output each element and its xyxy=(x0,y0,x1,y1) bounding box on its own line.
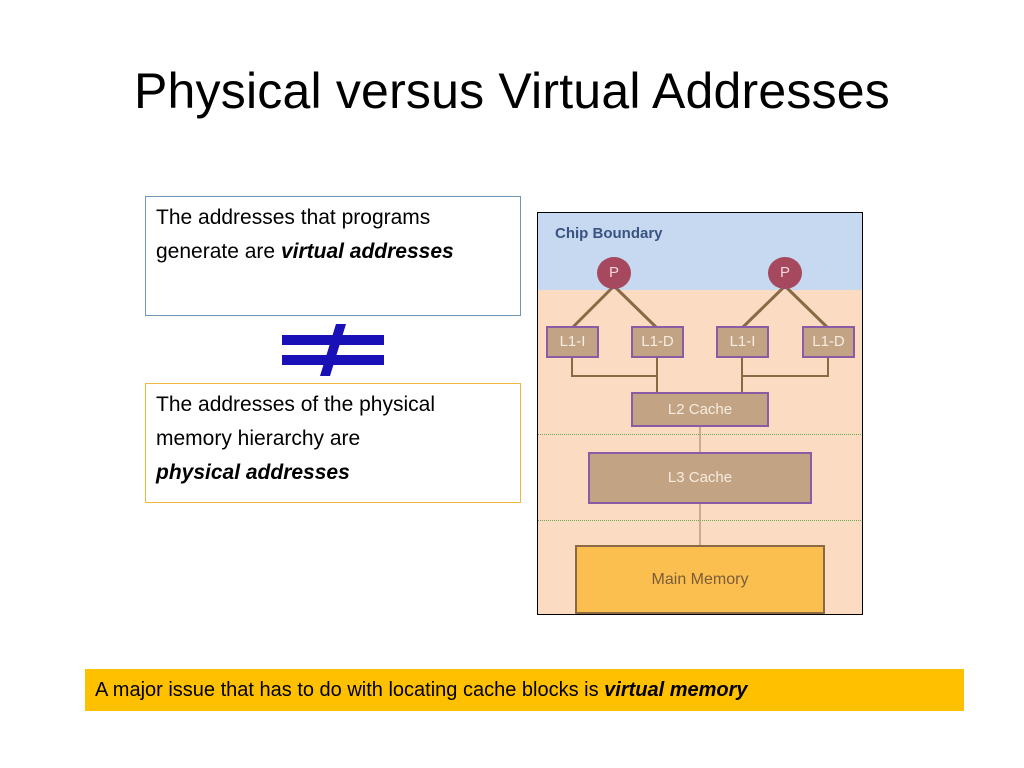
physical-line-2: memory hierarchy are xyxy=(156,427,361,450)
virtual-line-2-prefix: generate are xyxy=(156,240,281,263)
physical-addresses-emphasis: physical addresses xyxy=(156,461,350,484)
virtual-memory-emphasis: virtual memory xyxy=(604,679,748,701)
chip-boundary-label: Chip Boundary xyxy=(555,225,663,242)
footer-callout: A major issue that has to do with locati… xyxy=(85,669,964,711)
physical-line-1: The addresses of the physical xyxy=(156,393,435,416)
not-equal-icon xyxy=(282,324,384,376)
virtual-addresses-emphasis: virtual addresses xyxy=(280,240,454,263)
slide-title: Physical versus Virtual Addresses xyxy=(133,63,890,119)
processor-2: P xyxy=(768,257,802,289)
main-memory: Main Memory xyxy=(575,545,825,614)
virtual-line-2: generate are virtual addresses xyxy=(156,235,510,269)
l3-cache: L3 Cache xyxy=(588,452,812,504)
physical-address-box: The addresses of the physical memory hie… xyxy=(145,383,521,503)
virtual-address-box: The addresses that programs generate are… xyxy=(145,196,521,316)
l2-cache: L2 Cache xyxy=(631,392,769,427)
connector-lines xyxy=(570,284,830,546)
memory-hierarchy-diagram: Chip Boundary P P L1-I L1-D L1-I L1-D L2… xyxy=(537,212,863,616)
l1-d-cache-2: L1-D xyxy=(802,326,855,358)
footer-text: A major issue that has to do with locati… xyxy=(95,679,605,701)
l1-d-cache-1: L1-D xyxy=(631,326,684,358)
l1-i-cache-2: L1-I xyxy=(716,326,769,358)
virtual-line-1: The addresses that programs xyxy=(156,206,431,229)
chip-boundary-region: Chip Boundary xyxy=(537,212,863,292)
l1-i-cache-1: L1-I xyxy=(546,326,599,358)
processor-1: P xyxy=(597,257,631,289)
